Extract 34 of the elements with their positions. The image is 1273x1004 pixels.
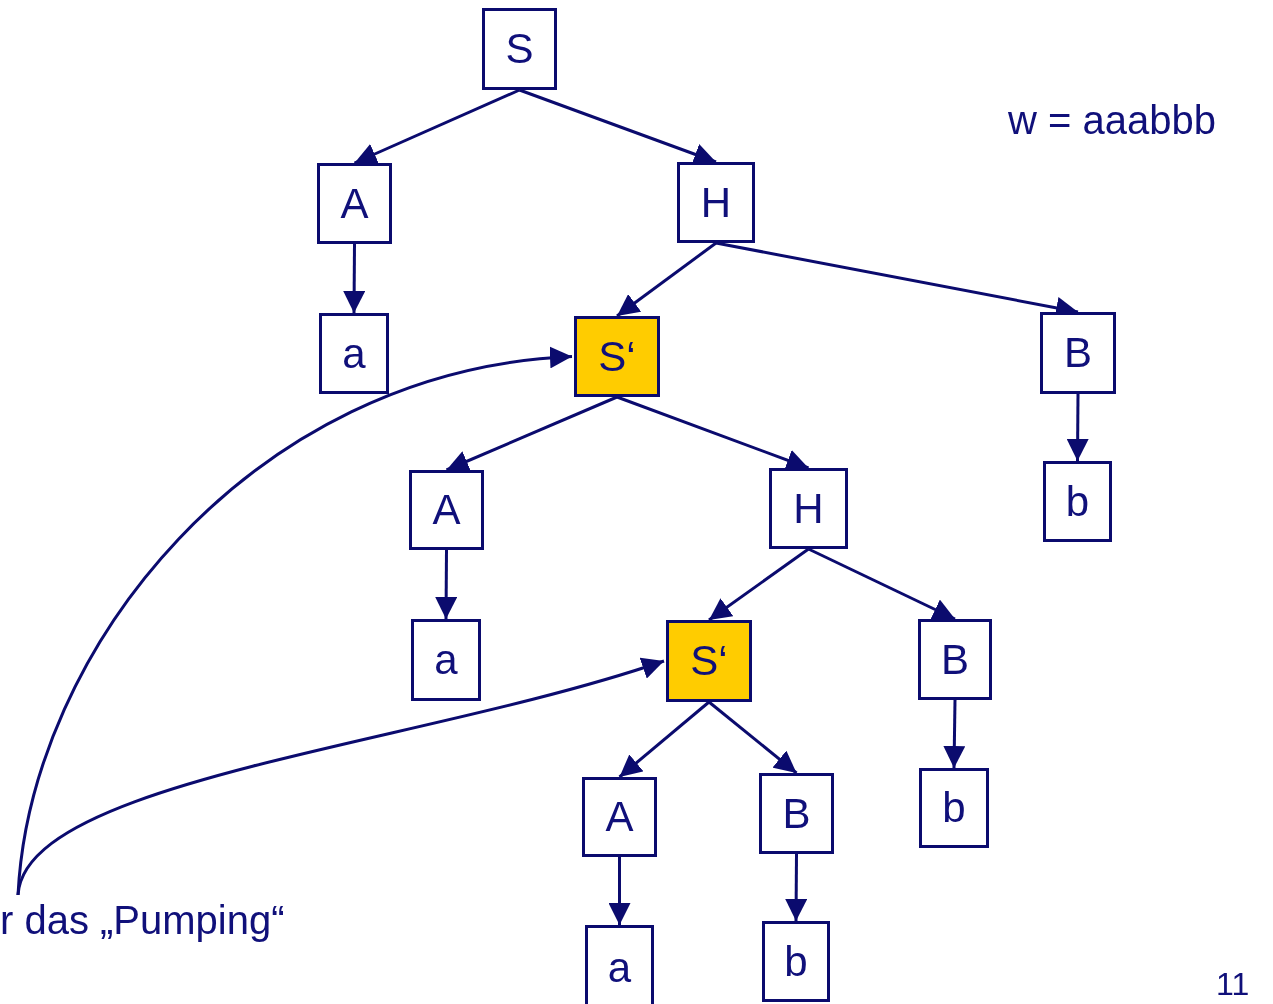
- tree-node: A: [409, 470, 484, 550]
- arrow: [343, 244, 366, 313]
- page-number: 11: [1216, 966, 1250, 1003]
- tree-node: S: [482, 8, 557, 90]
- tree-node: a: [411, 619, 481, 701]
- tree-node: b: [919, 768, 989, 848]
- highlighted-tree-node: S‘: [574, 316, 660, 397]
- tree-node: a: [319, 313, 389, 394]
- tree-node: A: [582, 777, 657, 857]
- arrow: [445, 395, 618, 472]
- arrow: [943, 699, 966, 769]
- arrow: [785, 854, 808, 921]
- arrow: [435, 550, 458, 619]
- tree-node: a: [585, 925, 654, 1004]
- tree-node: B: [918, 619, 992, 700]
- tree-node: B: [759, 773, 834, 854]
- tree-node: A: [317, 163, 392, 244]
- arrow: [1066, 394, 1089, 461]
- tree-node: b: [762, 921, 830, 1002]
- highlighted-tree-node: S‘: [666, 620, 752, 702]
- arrow: [618, 700, 710, 779]
- arrow: [616, 241, 717, 318]
- tree-node: B: [1040, 312, 1116, 394]
- tree-node: H: [769, 468, 848, 549]
- tree-node: b: [1043, 461, 1112, 542]
- arrow: [807, 547, 956, 621]
- arrow: [708, 700, 798, 775]
- annotation-text: r das „Pumping“: [0, 898, 285, 943]
- arrow: [608, 857, 631, 925]
- arrow: [353, 88, 521, 165]
- curved-arrow: [16, 657, 665, 896]
- arrow: [708, 547, 810, 622]
- tree-node: H: [677, 162, 755, 243]
- word-label: w = aaabbb: [1008, 98, 1216, 143]
